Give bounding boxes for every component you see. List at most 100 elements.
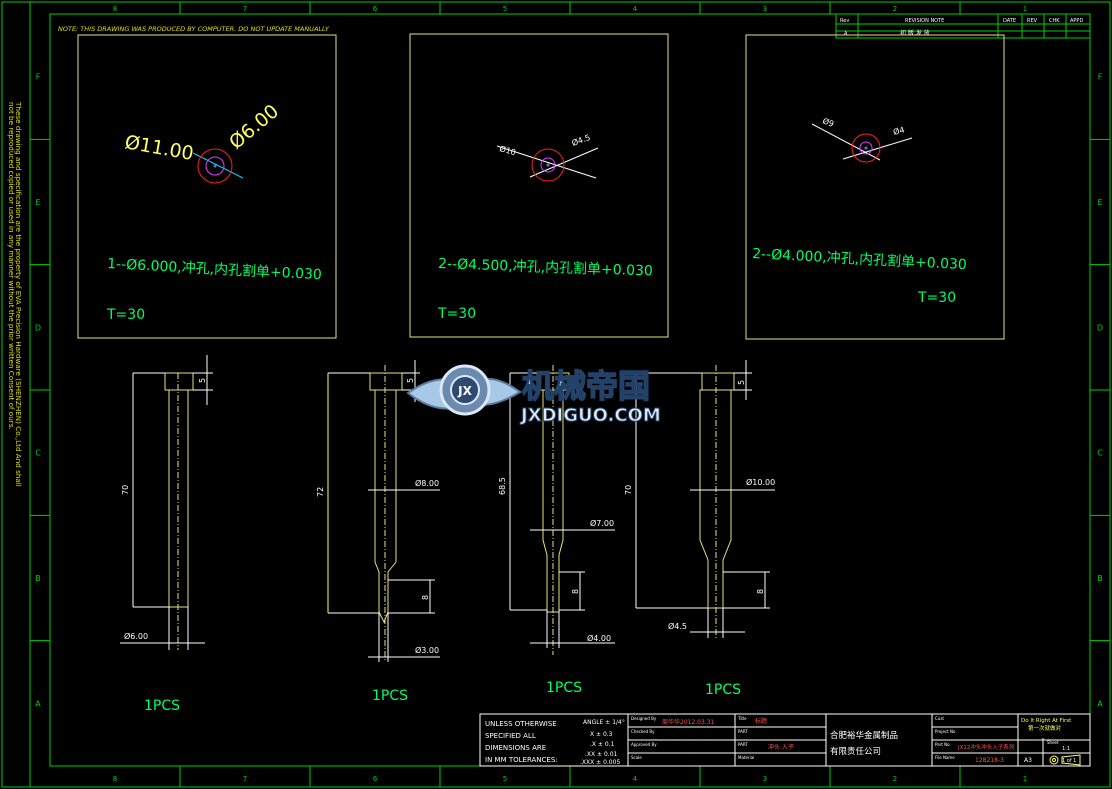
view3-dim-big: Ø9 xyxy=(821,115,835,128)
project-label: Project No xyxy=(935,729,956,734)
designer-label: Designed By xyxy=(631,716,657,721)
view3-dim-small: Ø4 xyxy=(892,124,906,137)
border-row-label: F xyxy=(36,73,41,82)
company-name-2: 有限责任公司 xyxy=(830,746,881,757)
punch3-qty: 1PCS xyxy=(546,680,582,696)
size-label: A3 xyxy=(1024,757,1032,764)
border-row-label: B xyxy=(35,574,41,583)
scale-value: 1:1 xyxy=(1062,746,1070,752)
border-row-label: C xyxy=(35,449,41,458)
cust-label: Cust xyxy=(935,716,944,721)
side-note-2: not be reproduced copied or used in any … xyxy=(7,102,16,430)
border-col-label: 5 xyxy=(503,5,507,13)
border-col-label: 3 xyxy=(763,5,767,13)
punch3-tip: Ø4.00 xyxy=(587,633,611,643)
sheet-label: Sheet xyxy=(1047,740,1059,745)
punch3-shank: Ø7.00 xyxy=(590,518,614,528)
slogan-cn: 第一次就做对 xyxy=(1028,724,1062,732)
tol-value-angle: ANGLE ± 1/4° xyxy=(583,719,625,726)
view2-dim-small: Ø4.5 xyxy=(570,132,591,148)
border-col-label: 7 xyxy=(243,775,247,783)
tol-value-x1: .X ± 0.1 xyxy=(590,741,615,748)
border-col-label: 8 xyxy=(113,775,117,783)
title-value: 标题 xyxy=(755,717,767,725)
view3-spec: 2--Ø4.000,冲孔,内孔割单+0.030 xyxy=(752,245,967,273)
rev-header-note: REVISION NOTE xyxy=(905,18,944,24)
border-row-label: D xyxy=(35,323,41,332)
punch4-head: 5 xyxy=(737,380,746,385)
rev-header-appd: APPD xyxy=(1070,18,1083,24)
punch3-tip-length: 8 xyxy=(571,589,580,594)
tol-value-x: X ± 0.3 xyxy=(590,731,613,738)
punch2-tip-length: 8 xyxy=(421,595,430,600)
punch-2: 72 5 Ø8.00 8 Ø3.00 1PCS xyxy=(316,360,440,704)
punch2-head: 5 xyxy=(406,378,415,383)
slogan: Do It Right At First xyxy=(1021,718,1072,724)
plan-view-1: Ø11.00 Ø6.00 1--Ø6.000,冲孔,内孔割单+0.030 T=3… xyxy=(77,34,337,339)
tol-line-1: UNLESS OTHERWISE xyxy=(485,720,557,728)
punch1-length: 70 xyxy=(121,485,130,495)
border-col-label: 3 xyxy=(763,775,767,783)
punch-3: 68.5 Ø7.00 8 Ø4.00 1PCS xyxy=(498,365,615,696)
file-label: File Name xyxy=(935,755,955,760)
logo-badge: JX xyxy=(457,384,472,398)
punch4-shank: Ø10.00 xyxy=(746,477,775,487)
border-row-label: C xyxy=(1097,449,1103,458)
title-label: Title xyxy=(737,716,747,721)
part-name-label: PART xyxy=(738,742,748,747)
material-label: Material xyxy=(738,755,754,760)
border-row-label: A xyxy=(35,699,41,708)
plan-view-2: Ø10 Ø4.5 2--Ø4.500,冲孔,内孔割单+0.030 T=30 xyxy=(409,33,669,338)
tol-value-x2: .XX ± 0.01 xyxy=(585,751,618,758)
border-row-label: B xyxy=(1097,574,1103,583)
approved-label: Approved By xyxy=(631,742,657,747)
punch2-tip: Ø3.00 xyxy=(415,645,439,655)
tol-line-2: SPECIFIED ALL xyxy=(485,732,536,740)
title-block: UNLESS OTHERWISE SPECIFIED ALL DIMENSION… xyxy=(479,713,1091,767)
border-col-label: 7 xyxy=(243,5,247,13)
tol-line-4: IN MM TOLERANCES: xyxy=(485,756,558,764)
border-row-label: E xyxy=(1097,198,1102,207)
view3-thickness: T=30 xyxy=(917,290,956,306)
revision-table: Rev REVISION NOTE DATE REV CHK APPD A 初 … xyxy=(835,13,1091,39)
checked-label: Checked By xyxy=(631,729,655,734)
border-col-label: 1 xyxy=(1023,5,1027,13)
view1-thickness: T=30 xyxy=(106,307,145,323)
plan-view-3: Ø9 Ø4 2--Ø4.000,冲孔,内孔割单+0.030 T=30 xyxy=(745,34,1005,340)
designer: 周华华2012.03.31 xyxy=(662,718,715,726)
border-row-label: F xyxy=(1098,73,1103,82)
punch4-qty: 1PCS xyxy=(705,682,741,698)
rev-row-note: 初 版 发 放 xyxy=(900,29,930,37)
part-value: 冲头 入子 xyxy=(768,743,794,751)
view1-spec: 1--Ø6.000,冲孔,内孔割单+0.030 xyxy=(107,255,322,283)
punch1-tip: Ø6.00 xyxy=(124,631,148,641)
logo-en: JXDIGUO.COM xyxy=(519,405,661,426)
drawing-note: NOTE: THIS DRAWING WAS PRODUCED BY COMPU… xyxy=(58,25,330,33)
punch4-tip: Ø4.5 xyxy=(668,621,687,631)
view1-dim-small: Ø6.00 xyxy=(225,100,283,154)
logo-watermark: JX 机械帝国 JXDIGUO.COM xyxy=(406,364,661,427)
rev-header-rev2: REV xyxy=(1027,18,1038,24)
rev-header-rev: Rev xyxy=(840,18,849,24)
border-col-label: 5 xyxy=(503,775,507,783)
punch2-shank: Ø8.00 xyxy=(415,478,439,488)
part-no-label: Part No xyxy=(935,742,950,747)
border-col-label: 2 xyxy=(893,775,897,783)
tol-line-3: DIMENSIONS ARE xyxy=(485,744,546,752)
part-no: JX12冲头冲头入子系列 xyxy=(957,743,1015,751)
border-col-label: 2 xyxy=(893,5,897,13)
rev-row-rev: A xyxy=(844,31,848,37)
sheet-value: 1 of 1 xyxy=(1062,758,1076,764)
punch2-qty: 1PCS xyxy=(372,688,408,704)
border-col-label: 4 xyxy=(633,5,638,13)
punch4-length: 70 xyxy=(624,485,633,495)
tol-value-x3: .XXX ± 0.005 xyxy=(580,759,620,766)
scale-label: Scale xyxy=(631,755,642,760)
punch3-length: 68.5 xyxy=(498,477,507,495)
punch2-length: 72 xyxy=(316,487,325,497)
rev-header-chk: CHK xyxy=(1049,18,1060,24)
logo-cn: 机械帝国 xyxy=(522,367,650,405)
